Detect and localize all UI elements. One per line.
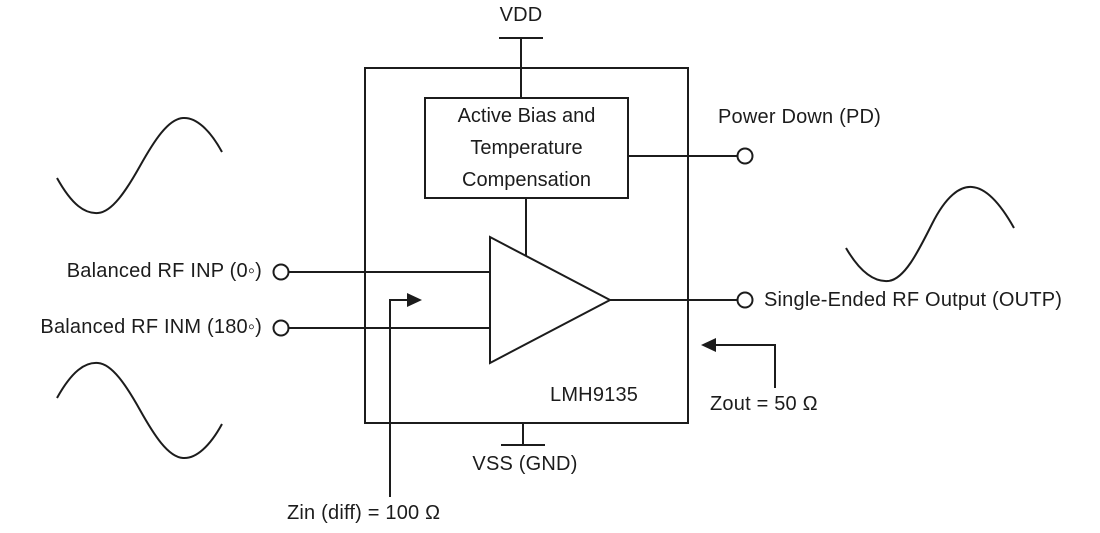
sine-wave-bottom-left-icon bbox=[56, 361, 223, 460]
output-label: Single-Ended RF Output (OUTP) bbox=[764, 289, 1063, 311]
zout-label: Zout = 50 Ω bbox=[710, 393, 818, 415]
input-p-label: Balanced RF INP (0◦) bbox=[66, 260, 262, 282]
zin-arrow-icon bbox=[407, 293, 422, 307]
zout-arrow-icon bbox=[701, 338, 716, 352]
sine-wave-right-icon bbox=[845, 185, 1015, 283]
bias-block-box bbox=[424, 97, 629, 199]
sine-wave-top-left-icon bbox=[56, 116, 223, 215]
power-down-label: Power Down (PD) bbox=[718, 106, 882, 128]
bias-block-label: Active Bias and Temperature Compensation bbox=[425, 98, 628, 198]
output-terminal bbox=[736, 291, 754, 309]
bias-block-label-text: Active Bias and Temperature Compensation bbox=[457, 105, 596, 191]
vss-label: VSS (GND) bbox=[472, 453, 578, 475]
inm-terminal bbox=[272, 319, 290, 337]
vdd-label: VDD bbox=[499, 4, 543, 26]
inp-terminal bbox=[272, 263, 290, 281]
input-m-label: Balanced RF INM (180◦) bbox=[40, 316, 262, 338]
amplifier-icon bbox=[489, 235, 613, 365]
zin-pointer-line bbox=[389, 299, 407, 497]
chip-name-label: LMH9135 bbox=[550, 384, 639, 406]
zout-pointer-line bbox=[716, 344, 776, 388]
zin-label: Zin (diff) = 100 Ω bbox=[287, 502, 441, 524]
power-down-terminal bbox=[736, 147, 754, 165]
chip-outline bbox=[364, 67, 689, 424]
